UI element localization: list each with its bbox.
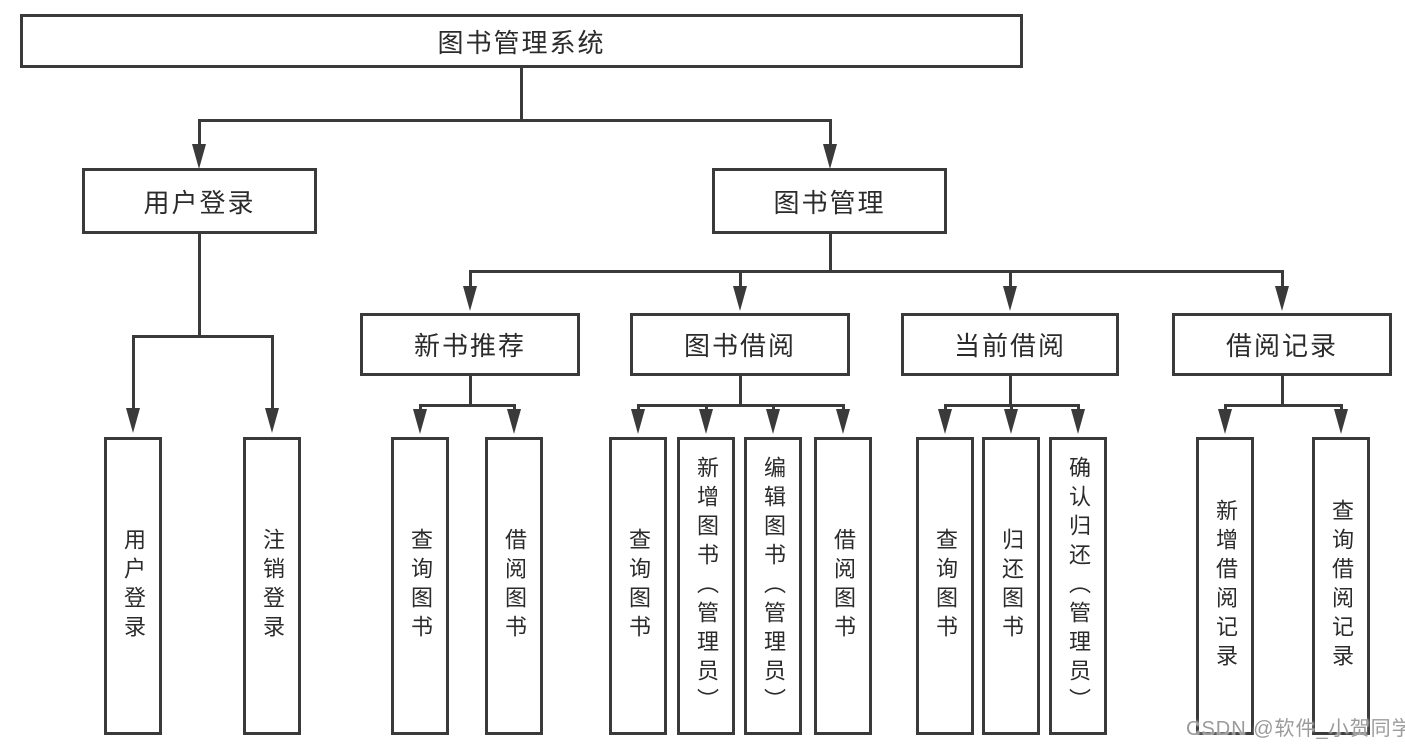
edge-line: [1008, 270, 1012, 288]
node-label: 图书管理: [773, 187, 886, 218]
edge-line: [418, 404, 516, 407]
leaf-query-books-current: 查询图书: [916, 437, 974, 735]
edge-line: [1223, 404, 1343, 407]
leaf-add-borrow-record: 新增借阅记录: [1196, 437, 1254, 735]
leaf-confirm-return-admin: 确认归还（管理员）: [1049, 437, 1107, 735]
leaf-edit-book-admin: 编辑图书（管理员）: [744, 437, 802, 735]
edge-line: [1009, 404, 1013, 411]
edge-arrowhead: [823, 144, 837, 169]
edge-arrowhead: [265, 408, 279, 433]
leaf-user-login: 用户登录: [104, 437, 162, 735]
edge-arrowhead: [631, 409, 645, 434]
node-book-management: 图书管理: [712, 168, 947, 234]
edge-line: [197, 119, 201, 146]
node-book-borrowing: 图书借阅: [630, 313, 850, 376]
edge-line: [468, 270, 1284, 273]
leaf-borrow-books-recommend: 借阅图书: [485, 437, 543, 735]
leaf-label: 借阅图书: [831, 528, 856, 644]
edge-arrowhead: [938, 409, 952, 434]
leaf-query-books-borrow: 查询图书: [609, 437, 667, 735]
edge-arrowhead: [1275, 286, 1289, 311]
edge-line: [841, 404, 845, 411]
node-label: 图书借阅: [683, 331, 796, 361]
edge-arrowhead: [1334, 409, 1348, 434]
leaf-label: 确认归还（管理员）: [1066, 455, 1091, 717]
node-label: 用户登录: [143, 187, 256, 218]
edge-arrowhead: [699, 409, 713, 434]
leaf-logout: 注销登录: [243, 437, 301, 735]
csdn-watermark: CSDN @软件_小贺同学: [1186, 718, 1405, 740]
edge-arrowhead: [733, 286, 747, 311]
edge-arrowhead: [836, 409, 850, 434]
edge-line: [197, 119, 832, 122]
leaf-return-books: 归还图书: [982, 437, 1040, 735]
edge-arrowhead: [1003, 286, 1017, 311]
edge-line: [468, 375, 472, 406]
leaf-label: 归还图书: [999, 528, 1024, 644]
edge-line: [1280, 270, 1284, 288]
edge-line: [512, 404, 516, 411]
edge-arrowhead: [766, 409, 780, 434]
edge-line: [131, 335, 274, 338]
node-library-management-system: 图书管理系统: [20, 14, 1023, 68]
edge-line: [197, 232, 201, 338]
edge-line: [828, 119, 832, 146]
edge-line: [1008, 375, 1012, 406]
node-user-login: 用户登录: [82, 168, 317, 234]
node-borrowing-records: 借阅记录: [1172, 313, 1392, 376]
edge-line: [418, 404, 422, 411]
edge-line: [738, 375, 742, 406]
node-current-borrowing: 当前借阅: [901, 313, 1119, 376]
leaf-label: 新增借阅记录: [1213, 499, 1238, 673]
edge-line: [468, 270, 472, 288]
edge-line: [1076, 404, 1080, 411]
edge-arrowhead: [1218, 409, 1232, 434]
node-label: 借阅记录: [1225, 331, 1338, 361]
edge-line: [1223, 404, 1227, 411]
node-label: 新书推荐: [413, 331, 526, 361]
edge-arrowhead: [1071, 409, 1085, 434]
edge-line: [1280, 375, 1284, 406]
node-label: 图书管理系统: [437, 27, 606, 58]
leaf-query-books-recommend: 查询图书: [391, 437, 449, 735]
edge-arrowhead: [507, 409, 521, 434]
edge-arrowhead: [413, 409, 427, 434]
edge-line: [636, 404, 640, 411]
edge-arrowhead: [1004, 409, 1018, 434]
edge-line: [943, 404, 947, 411]
leaf-label: 查询图书: [408, 528, 433, 644]
leaf-label: 注销登录: [260, 528, 285, 644]
edge-line: [1339, 404, 1343, 411]
leaf-label: 借阅图书: [502, 528, 527, 644]
leaf-label: 查询借阅记录: [1329, 499, 1354, 673]
edge-line: [131, 335, 135, 410]
node-label: 当前借阅: [953, 331, 1066, 361]
edge-arrowhead: [192, 144, 206, 169]
edge-arrowhead: [463, 286, 477, 311]
leaf-label: 用户登录: [121, 528, 146, 644]
leaf-query-borrow-record: 查询借阅记录: [1312, 437, 1370, 735]
leaf-label: 新增图书（管理员）: [694, 455, 719, 717]
edge-line: [704, 404, 708, 411]
edge-line: [636, 404, 845, 407]
leaf-borrow-books: 借阅图书: [814, 437, 872, 735]
node-new-book-recommendation: 新书推荐: [360, 313, 580, 376]
leaf-label: 编辑图书（管理员）: [761, 455, 786, 717]
edge-line: [771, 404, 775, 411]
leaf-label: 查询图书: [933, 528, 958, 644]
leaf-add-book-admin: 新增图书（管理员）: [677, 437, 735, 735]
edge-line: [738, 270, 742, 288]
edge-line: [519, 67, 523, 122]
edge-arrowhead: [126, 408, 140, 433]
edge-line: [270, 335, 274, 410]
edge-line: [828, 233, 832, 272]
leaf-label: 查询图书: [626, 528, 651, 644]
